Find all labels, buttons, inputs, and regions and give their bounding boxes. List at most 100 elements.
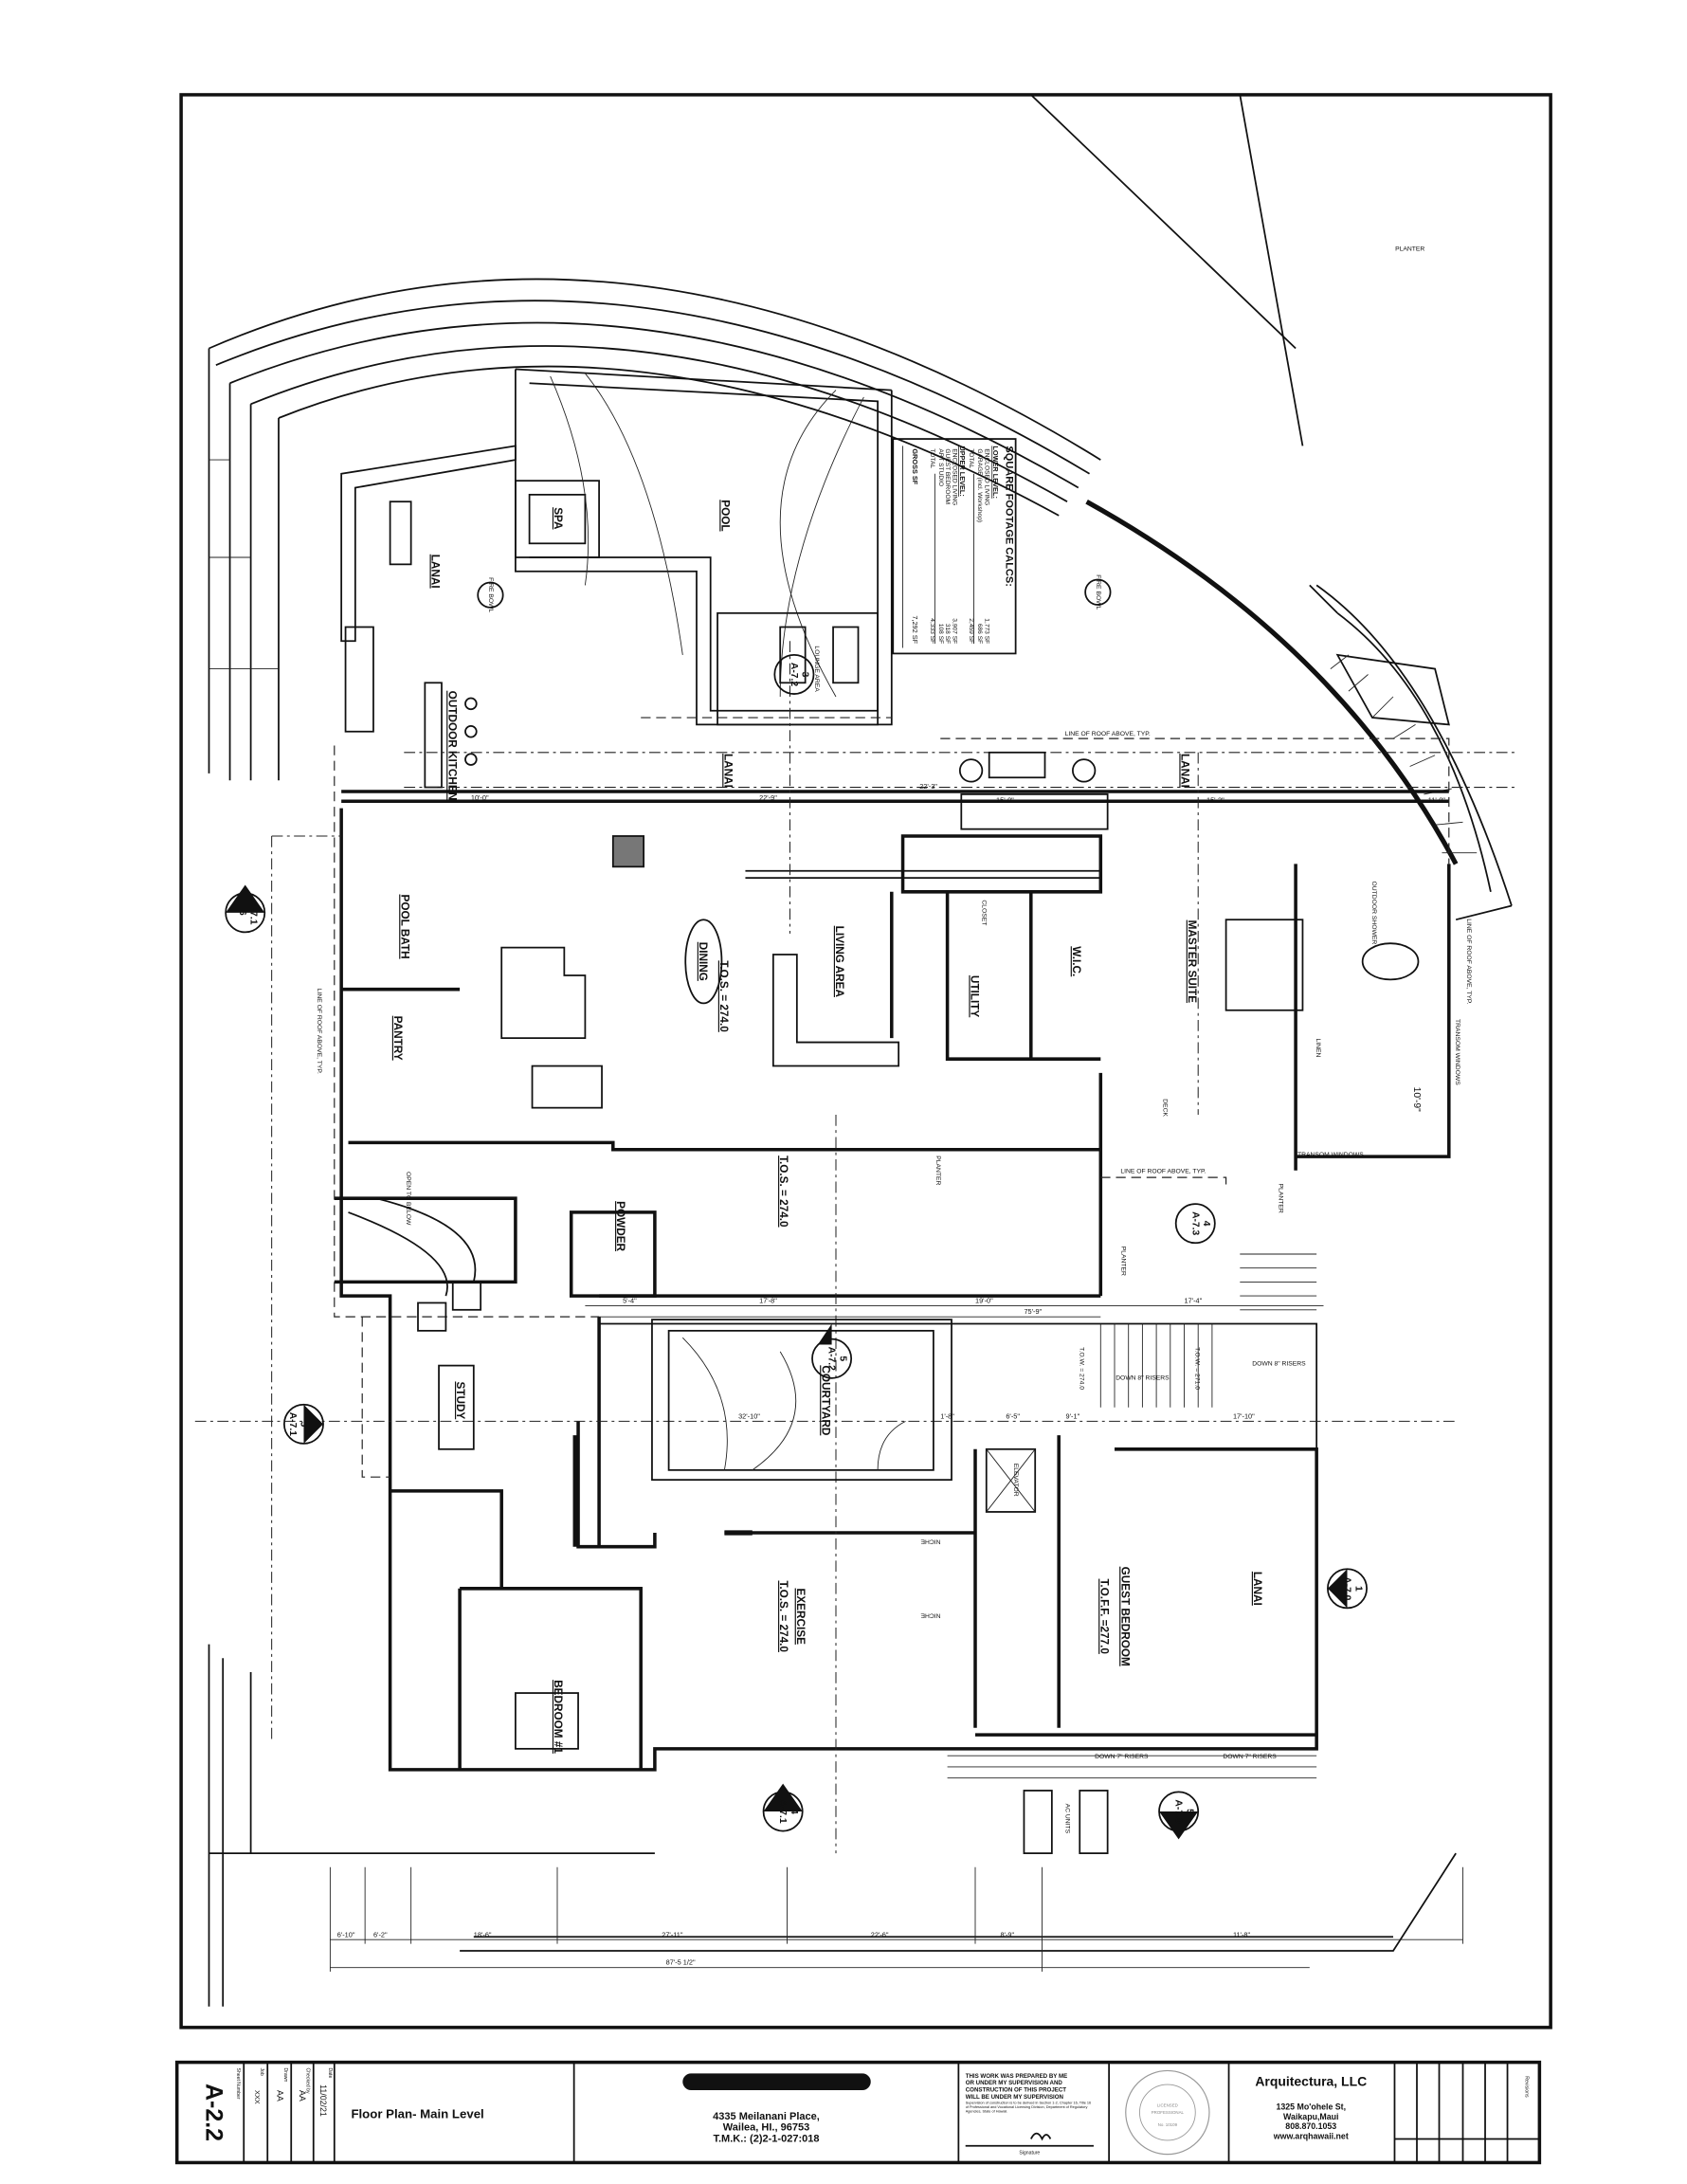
label-guest-bedroom: GUEST BEDROOM xyxy=(1118,1567,1131,1666)
dim-top: 22'-9" xyxy=(759,793,777,802)
sheet-number-label: Sheet Number xyxy=(235,2067,241,2099)
dim-top: 15'-2" xyxy=(1206,796,1224,805)
svg-text:No. 10109: No. 10109 xyxy=(1158,2122,1178,2127)
firm-web: www.arqhawaii.net xyxy=(1273,2131,1349,2140)
drawn-label: Drawn xyxy=(282,2067,288,2082)
label-lanai-west: LANAI xyxy=(429,555,442,589)
note-tow-2: T.O.W. = 271.0 xyxy=(1193,1347,1200,1390)
dim-courtyard: 17'-4" xyxy=(1185,1296,1203,1304)
dim-courtyard: 17'-8" xyxy=(759,1296,777,1304)
firm-address-2: Waikapu,Maui xyxy=(1283,2112,1338,2121)
dim-mid: 6'-5" xyxy=(1006,1411,1020,1420)
label-outdoor-shower: OUTDOOR SHOWER xyxy=(1370,881,1377,944)
cert-line-4: WILL BE UNDER MY SUPERVISION xyxy=(966,2094,1064,2101)
label-powder: POWDER xyxy=(614,1201,626,1251)
sf-upper-label-3: ART STUDIO xyxy=(937,448,944,486)
label-lounge-area: LOUNGE AREA xyxy=(813,646,820,692)
cert-line-1: THIS WORK WAS PREPARED BY ME xyxy=(966,2073,1068,2080)
cert-line-2: OR UNDER MY SUPERVISION AND xyxy=(966,2080,1063,2086)
label-guest-toff: T.O.F.F. =277.0 xyxy=(1097,1579,1110,1655)
section-marker[interactable]: 4A-7.3 xyxy=(1174,1203,1216,1245)
svg-text:A-7.3: A-7.3 xyxy=(1189,1211,1200,1235)
sf-lower-value-1: 1,773 SF xyxy=(983,618,989,644)
dimensions: 10'-0" 22'-9" 22'-3" 15'-0" 15'-2" 11'-0… xyxy=(329,782,1463,1973)
section-marker[interactable]: 5A-7.2 xyxy=(811,1323,853,1379)
cert-fine-print: Supervision of construction is to be der… xyxy=(965,2101,1092,2115)
label-planter-1: PLANTER xyxy=(934,1156,941,1185)
label-exercise: EXERCISE xyxy=(794,1588,807,1645)
sf-upper-label-1: ENCLOSED LIVING xyxy=(951,448,957,505)
label-wic: W.I.C. xyxy=(1070,946,1082,976)
east-stair xyxy=(1085,499,1513,921)
dim-mid: 32'-10" xyxy=(738,1411,760,1420)
sf-title: SQUARE FOOTAGE CALCS: xyxy=(1003,446,1014,587)
note-transom-2: TRANSOM WINDOWS xyxy=(1297,1152,1364,1158)
dim-top: 10'-0" xyxy=(471,793,489,802)
elevator-shaft xyxy=(985,1447,1037,1513)
note-roof-line-3: LINE OF ROOF ABOVE, TYP. xyxy=(1120,1169,1206,1175)
lanai-seating xyxy=(340,445,517,789)
label-pool-bath: POOL BATH xyxy=(398,894,410,958)
date-value: 11/02/21 xyxy=(318,2084,328,2117)
label-bedroom-1: BEDROOM #1 xyxy=(552,1680,564,1754)
svg-text:5: 5 xyxy=(837,1356,847,1361)
label-study: STUDY xyxy=(454,1381,466,1419)
section-marker[interactable]: 5A-7.1 xyxy=(282,1403,324,1445)
sf-lower-label-1: ENCLOSED LIVING xyxy=(983,448,989,505)
sf-lower-label-2: GARAGE (incl. Workshop) xyxy=(976,448,983,522)
label-fire-bowl-2: FIRE BOWL xyxy=(1095,574,1101,610)
drawing-title: Floor Plan- Main Level xyxy=(351,2106,483,2120)
svg-text:A-7.0: A-7.0 xyxy=(1173,1799,1184,1823)
svg-text:A-7.0: A-7.0 xyxy=(1342,1576,1352,1600)
label-niche-2: NICHE xyxy=(920,1611,940,1618)
svg-text:4: 4 xyxy=(1201,1221,1211,1227)
checked-value: AA xyxy=(298,2090,307,2102)
label-planter-3: PLANTER xyxy=(1119,1247,1126,1276)
job-label: Job xyxy=(259,2067,264,2075)
label-fire-bowl-1: FIRE BOWL xyxy=(487,577,494,612)
dim-courtyard: 5'-4" xyxy=(623,1296,637,1304)
label-living-area: LIVING AREA xyxy=(833,926,845,998)
svg-text:A-7.1: A-7.1 xyxy=(248,901,259,924)
section-marker[interactable]: 5A-7.0 xyxy=(1158,1791,1200,1840)
dim-bottom: 6'-2" xyxy=(373,1930,388,1938)
sf-lower-label-3: TOTAL xyxy=(968,448,974,468)
label-elevator: ELEVATOR xyxy=(1012,1464,1019,1497)
label-lanai-south: LANAI xyxy=(1251,1572,1263,1606)
sheet-number: A-2.2 xyxy=(201,2084,227,2141)
label-outdoor-kitchen: OUTDOOR KITCHEN xyxy=(445,691,458,801)
sf-upper-value-4: 4,333 SF xyxy=(929,618,935,644)
dim-bottom: 8'-9" xyxy=(1000,1930,1014,1938)
date-label: Date xyxy=(327,2067,333,2078)
dim-top: 22'-3" xyxy=(919,782,937,791)
square-footage-calcs: SQUARE FOOTAGE CALCS: LOWER LEVEL: ENCLO… xyxy=(892,438,1017,655)
dim-bottom: 22'-6" xyxy=(871,1930,889,1938)
section-marker[interactable]: 4A-7.1 xyxy=(762,1783,804,1832)
svg-text:6: 6 xyxy=(237,910,247,916)
dim-top: 11'-0" xyxy=(1428,796,1446,805)
redacted-owner-name xyxy=(682,2073,871,2090)
svg-text:LICENSED: LICENSED xyxy=(1157,2103,1178,2108)
label-lanai-east: LANAI xyxy=(1179,754,1191,788)
note-roof-line-1: LINE OF ROOF ABOVE, TYP. xyxy=(1065,731,1151,737)
stairs xyxy=(348,1197,1317,1779)
job-value: XXX xyxy=(253,2090,262,2104)
label-planter-4: PLANTER xyxy=(1395,246,1424,253)
section-marker[interactable]: 1A-7.0 xyxy=(1327,1568,1368,1610)
dim-bottom-total: 87'-5 1/2" xyxy=(666,1958,696,1967)
section-marker[interactable]: 3A-7.2 xyxy=(773,654,815,695)
plan-notes: LINE OF ROOF ABOVE, TYP. LINE OF ROOF AB… xyxy=(316,731,1472,1760)
firm-phone: 808.870.1053 xyxy=(1285,2121,1336,2131)
dim-bottom: 27'-11" xyxy=(662,1930,683,1938)
cert-line-3: CONSTRUCTION OF THIS PROJECT xyxy=(966,2086,1067,2093)
architect-stamp: LICENSED PROFESSIONAL No. 10109 xyxy=(1125,2069,1210,2156)
label-open-to-below: OPEN TO BELOW xyxy=(405,1172,411,1226)
note-tow-1: T.O.W. = 274.0 xyxy=(1078,1347,1084,1390)
site-boundary xyxy=(208,94,1457,2007)
dim-mid: 9'-1" xyxy=(1066,1411,1080,1420)
sf-gross-value: 7,292 SF xyxy=(911,615,919,644)
label-utility: UTILITY xyxy=(969,975,981,1018)
label-deck: DECK xyxy=(1161,1099,1168,1117)
